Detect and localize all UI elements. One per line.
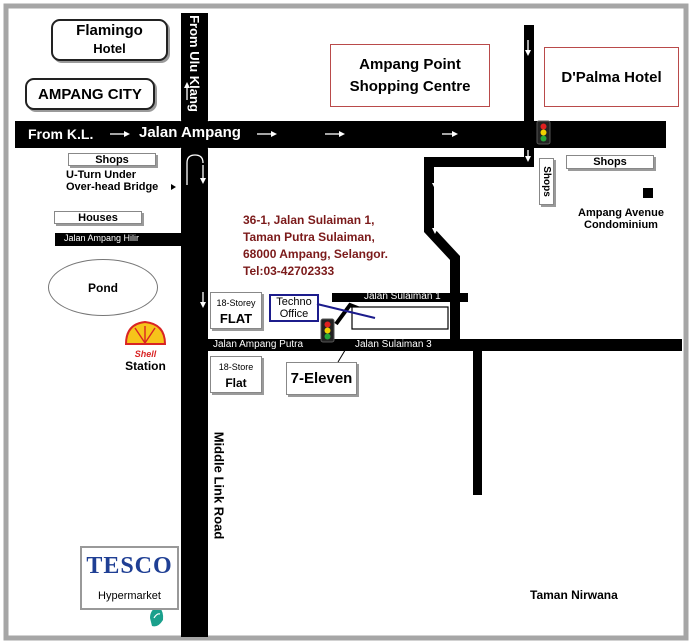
pond: Pond — [48, 259, 158, 316]
jalan-ampang-label: Jalan Ampang — [139, 124, 241, 141]
shops-right-label: Shops — [593, 156, 627, 168]
condo-marker-icon — [643, 188, 653, 198]
road-inner-loop — [424, 157, 527, 343]
condo-line2: Condominium — [584, 219, 658, 231]
dpalma-hotel: D'Palma Hotel — [544, 47, 679, 107]
road-shops-vertical — [524, 25, 534, 167]
seven-eleven-pointer — [337, 341, 351, 363]
jalan-sulaiman-1-label: Jalan Sulaiman 1 — [364, 291, 441, 302]
taman-nirwana: Taman Nirwana — [530, 588, 618, 602]
arrow-right-icon — [110, 131, 458, 137]
jalan-ampang-putra-label: Jalan Ampang Putra — [213, 339, 304, 350]
ampang-point: Ampang Point Shopping Centre — [330, 44, 490, 107]
middle-link-road-label: Middle Link Road — [205, 410, 233, 560]
junction-mark — [173, 113, 216, 156]
flat18b-line1: 18-Store — [218, 361, 254, 372]
shell-station-label: Station — [125, 359, 166, 373]
tesco-logo: TESCO — [86, 553, 173, 579]
shops-left-label: Shops — [95, 153, 129, 166]
address-block: 36-1, Jalan Sulaiman 1, Taman Putra Sula… — [243, 212, 388, 280]
flamingo-line1: Flamingo — [76, 22, 143, 39]
uturn-label: U-Turn Under Over-head Bridge — [66, 169, 158, 193]
shell-logo-label: Shell — [134, 349, 157, 359]
shops-vertical: Shops — [539, 158, 554, 205]
shops-right: Shops — [566, 155, 654, 169]
techno-line2: Office — [279, 308, 309, 320]
map-frame — [3, 3, 689, 641]
uturn-icon — [186, 154, 204, 185]
techno-line1: Techno — [276, 296, 312, 308]
uturn-line1: U-Turn Under — [66, 169, 137, 181]
condo-label: Ampang Avenue Condominium — [578, 207, 664, 231]
from-ulu-klang-text: From Ulu Klang — [187, 14, 202, 112]
address-line3: 68000 Ampang, Selangor. — [243, 247, 388, 261]
lot-outline — [351, 306, 449, 330]
dpalma-label: D'Palma Hotel — [561, 68, 662, 86]
flamingo-hotel: Flamingo Hotel — [51, 19, 168, 61]
address-line1: 36-1, Jalan Sulaiman 1, — [243, 213, 375, 227]
traffic-light-icon — [536, 120, 551, 145]
flat-18-storey: 18-Storey FLAT — [210, 292, 262, 329]
flat18b-line2: Flat — [225, 375, 247, 390]
road-jalan-sulaiman-1 — [332, 293, 468, 302]
uturn-line2: Over-head Bridge — [66, 181, 159, 193]
seven-eleven: 7-Eleven — [286, 362, 357, 395]
jalan-sulaiman-3-label: Jalan Sulaiman 3 — [355, 339, 432, 350]
pond-label: Pond — [88, 280, 118, 295]
flat18-line2: FLAT — [219, 310, 253, 326]
techno-office: Techno Office — [269, 294, 319, 322]
shell-station: Shell Station — [118, 318, 173, 372]
address-line2: Taman Putra Sulaiman, — [243, 230, 375, 244]
tesco-hypermarket: TESCO Hypermarket — [80, 546, 179, 610]
techno-pointer — [316, 303, 376, 319]
address-line4: Tel:03-42702333 — [243, 264, 335, 278]
seven-eleven-label: 7-Eleven — [290, 370, 353, 387]
from-kl-label: From K.L. — [28, 126, 94, 142]
houses-label: Houses — [78, 211, 118, 224]
road-south — [473, 343, 482, 495]
ampang-point-line2: Shopping Centre — [349, 77, 471, 95]
houses: Houses — [54, 211, 142, 224]
flamingo-line2: Hotel — [93, 41, 126, 56]
shell-logo-icon — [124, 320, 167, 345]
jalan-ampang-hilir-label: Jalan Ampang Hilir — [64, 233, 140, 243]
from-ulu-klang-label: From Ulu Klang — [181, 13, 208, 113]
ampang-city-label: AMPANG CITY — [38, 85, 142, 103]
petronas-icon — [150, 606, 164, 627]
condo-line1: Ampang Avenue — [578, 207, 664, 219]
arrow-up-icon — [184, 82, 190, 100]
ampang-point-line1: Ampang Point — [359, 55, 461, 73]
ampang-city: AMPANG CITY — [25, 78, 155, 110]
middle-link-road-text: Middle Link Road — [211, 431, 227, 539]
arrow-right-icon — [171, 184, 176, 190]
traffic-light-icon — [320, 318, 335, 343]
flat-18-store: 18-Store Flat — [210, 356, 262, 393]
arrow-down-icon — [200, 40, 531, 308]
road-jalan-ampang-hilir — [55, 233, 185, 246]
tesco-sub: Hypermarket — [98, 590, 161, 602]
road-middle-link — [181, 13, 208, 637]
flat18-line1: 18-Storey — [216, 297, 256, 308]
shops-vertical-label: Shops — [541, 166, 552, 197]
shops-left: Shops — [68, 153, 156, 166]
